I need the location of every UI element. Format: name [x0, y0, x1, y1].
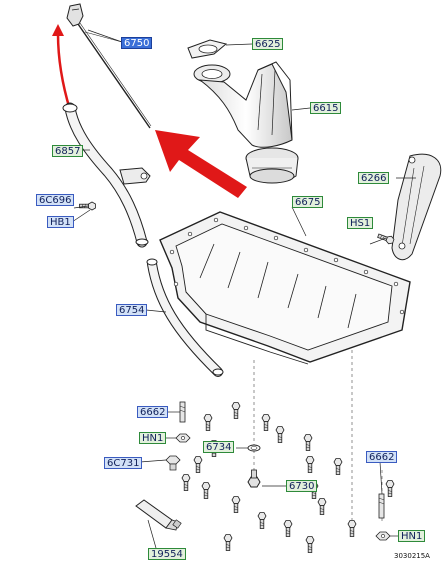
label-hb1[interactable]: HB1: [47, 216, 74, 228]
label-6754[interactable]: 6754: [116, 304, 148, 316]
alignment-lines: [253, 350, 383, 524]
drain-plug-art: [247, 469, 261, 488]
label-19554[interactable]: 19554: [148, 548, 186, 560]
label-6c696[interactable]: 6C696: [36, 194, 75, 206]
label-6662-right[interactable]: 6662: [366, 451, 398, 463]
pickup-art: [193, 61, 299, 184]
dipstick-tube-art: [62, 102, 151, 248]
lower-tube-art: [146, 258, 224, 377]
label-hs1[interactable]: HS1: [347, 217, 374, 229]
label-6c731[interactable]: 6C731: [104, 457, 143, 469]
label-6750[interactable]: 6750: [121, 37, 153, 49]
label-6857[interactable]: 6857: [52, 145, 84, 157]
oil-pan-art: [159, 211, 411, 365]
bolt-hs1-art: [376, 231, 396, 246]
label-6266[interactable]: 6266: [358, 172, 390, 184]
label-6615[interactable]: 6615: [310, 102, 342, 114]
label-6625[interactable]: 6625: [252, 38, 284, 50]
label-6675[interactable]: 6675: [292, 196, 324, 208]
drain-gasket-art: [247, 444, 261, 452]
sealant-art: [135, 499, 182, 531]
gasket-art: [187, 39, 228, 59]
callout-arrow: [155, 130, 247, 198]
dipstick: [52, 3, 152, 129]
nut-left-art: [175, 433, 191, 443]
label-6734[interactable]: 6734: [203, 441, 235, 453]
nut-right-art: [375, 531, 391, 541]
reference-code: 3030215A: [394, 552, 430, 560]
stud-left-art: [179, 401, 186, 423]
label-6662-left[interactable]: 6662: [137, 406, 169, 418]
pan-bolts: [181, 402, 395, 553]
baffle-art: [391, 153, 442, 261]
label-hn1-right[interactable]: HN1: [398, 530, 426, 542]
label-6730[interactable]: 6730: [286, 480, 318, 492]
sensor-art: [165, 455, 181, 471]
label-hn1-left[interactable]: HN1: [139, 432, 167, 444]
stud-right-art: [378, 493, 385, 519]
